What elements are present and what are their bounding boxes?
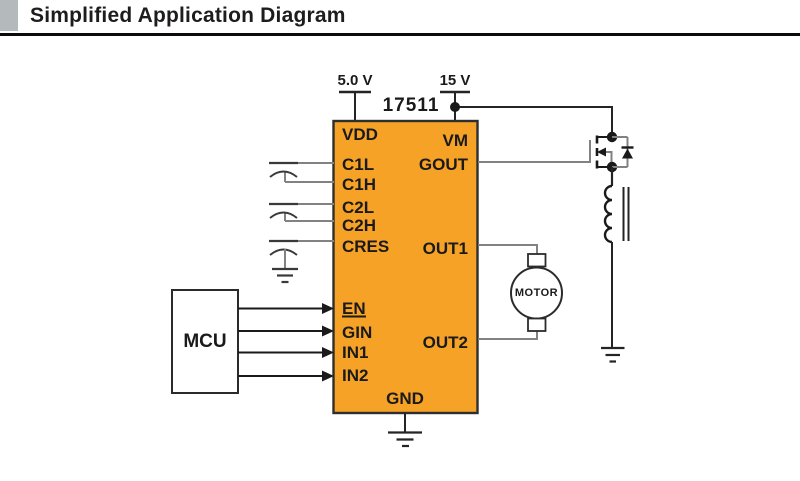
- pin-label-in1: IN1: [342, 343, 369, 362]
- pin-label-cres: CRES: [342, 237, 390, 256]
- inductor-symbol: [603, 167, 630, 244]
- pin-label-gin: GIN: [342, 323, 373, 342]
- wire-out2: [478, 331, 538, 340]
- pin-label-vm: VM: [442, 131, 469, 150]
- supply-5v-label: 5.0 V: [337, 72, 373, 89]
- pin-label-c1l: C1L: [342, 155, 375, 174]
- pin-label-en: EN: [342, 299, 366, 318]
- part-number: 17511: [382, 95, 440, 116]
- capacitor-c2: [269, 202, 334, 222]
- supply-15v-label: 15 V: [439, 72, 471, 89]
- pin-label-c2h: C2H: [342, 216, 377, 235]
- pin-label-gnd: GND: [386, 389, 424, 408]
- arrow-in1: [238, 347, 334, 358]
- motor-label: MOTOR: [514, 287, 559, 299]
- pin-label-c1h: C1H: [342, 175, 377, 194]
- body-diode: [612, 136, 634, 168]
- arrow-gin: [238, 325, 334, 337]
- pin-label-in2: IN2: [342, 366, 369, 385]
- mosfet-symbol: [595, 131, 618, 173]
- pin-label-out2: OUT2: [422, 333, 468, 352]
- mosfet-arrow: [597, 147, 606, 157]
- ic-body: [332, 119, 479, 415]
- mcu-block: [171, 289, 239, 394]
- page-title: Simplified Application Diagram: [30, 4, 346, 27]
- pin-label-c2l: C2L: [342, 198, 375, 217]
- title-rule: [0, 33, 800, 36]
- capacitor-cres: [269, 239, 334, 268]
- wire-vm-to-drain: [455, 106, 613, 137]
- ground-symbol-gnd: [388, 431, 422, 448]
- pin-label-gout: GOUT: [418, 155, 468, 174]
- motor-terminal-bottom: [527, 317, 547, 332]
- mcu-label: MCU: [183, 331, 227, 352]
- capacitor-c1: [269, 161, 334, 183]
- wire-gout-gate: [478, 140, 591, 163]
- wire-out1: [478, 244, 538, 254]
- title-marker: [0, 0, 18, 31]
- pin-label-vdd: VDD: [342, 125, 378, 144]
- arrow-en: [238, 303, 334, 314]
- pin-label-out1: OUT1: [422, 239, 468, 258]
- supply-terminal-5v: [339, 90, 371, 121]
- ground-symbol-cres: [272, 267, 298, 284]
- arrow-in2: [238, 370, 334, 382]
- ground-symbol-load: [601, 346, 625, 363]
- motor-terminal-top: [527, 253, 547, 268]
- junction-dot-vm: [450, 102, 460, 112]
- motor-symbol: [510, 253, 563, 332]
